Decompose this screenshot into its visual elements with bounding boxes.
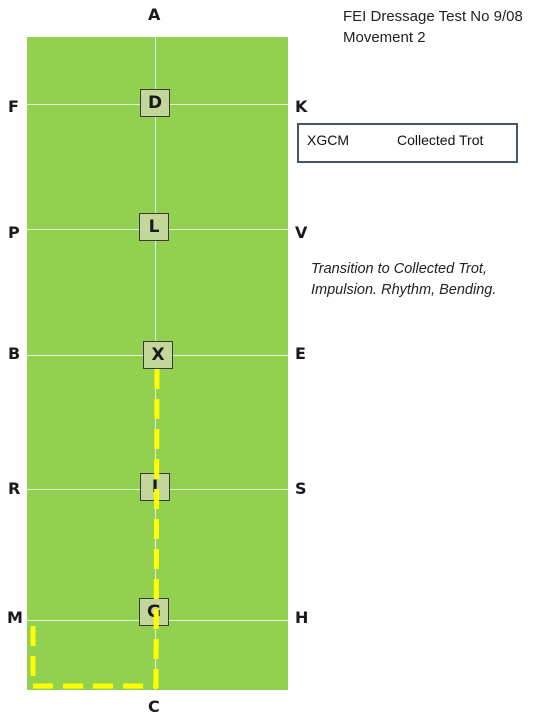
letter-r: R <box>8 479 21 498</box>
movement-note-line-1: Transition to Collected Trot, <box>311 261 487 277</box>
letter-a: A <box>148 5 161 24</box>
movement-note-line-2: Impulsion. Rhythm, Bending. <box>311 282 497 298</box>
letter-e: E <box>295 344 306 363</box>
movement-description: Collected Trot <box>397 132 484 148</box>
marker-x: X <box>143 341 173 369</box>
movement-code: XGCM <box>307 132 349 148</box>
letter-b: B <box>8 344 21 363</box>
letter-f: F <box>8 97 19 116</box>
marker-l: L <box>139 213 169 241</box>
marker-d: D <box>140 89 170 117</box>
letter-m: M <box>7 608 23 627</box>
test-title-line-1: FEI Dressage Test No 9/08 <box>343 8 523 25</box>
letter-k: K <box>295 97 308 116</box>
letter-p: P <box>8 223 20 242</box>
ride-path-line <box>30 368 160 689</box>
movement-box: XGCM Collected Trot <box>297 123 518 163</box>
letter-s: S <box>295 479 307 498</box>
test-title-line-2: Movement 2 <box>343 29 426 46</box>
test-title: FEI Dressage Test No 9/08 Movement 2 <box>343 6 523 48</box>
movement-note: Transition to Collected Trot, Impulsion.… <box>311 259 536 301</box>
letter-v: V <box>295 223 308 242</box>
letter-c: C <box>148 697 160 716</box>
letter-h: H <box>295 608 309 627</box>
